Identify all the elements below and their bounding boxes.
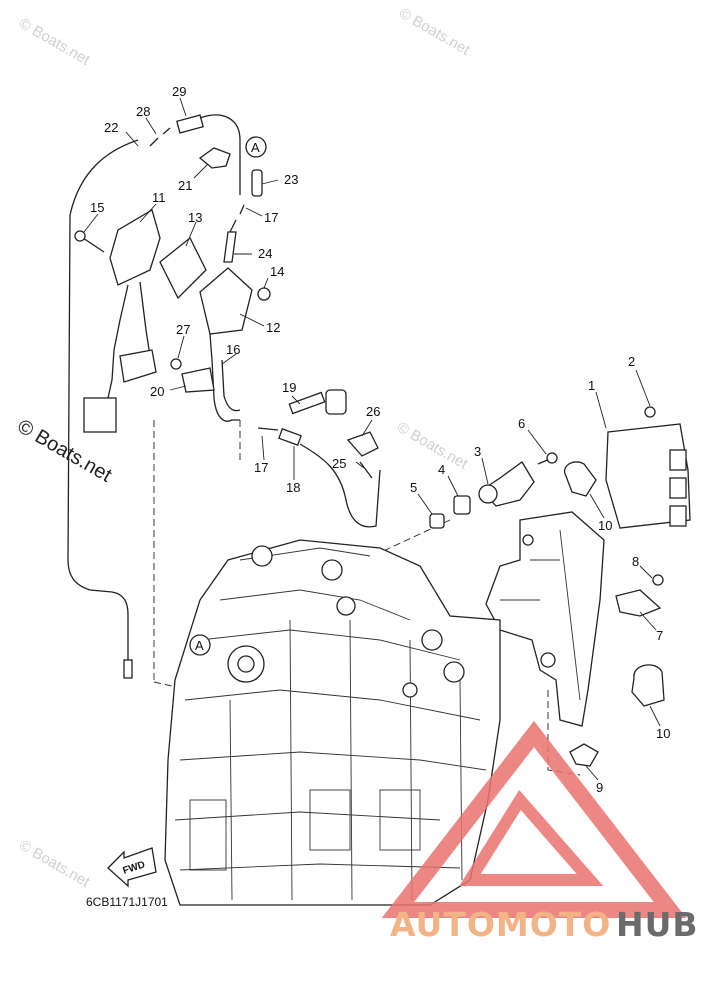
cover-12 <box>199 267 253 335</box>
callout-13: 13 <box>188 210 202 225</box>
bolt-27 <box>170 358 182 370</box>
callout-2: 2 <box>628 354 635 369</box>
callout-26: 26 <box>366 404 380 419</box>
bracket-20 <box>181 367 215 393</box>
hose-16 <box>211 359 241 422</box>
bolt-2 <box>644 406 656 418</box>
bracket-hole-top <box>522 534 534 546</box>
mounting-bracket <box>485 511 605 727</box>
callout-19: 19 <box>282 380 296 395</box>
brand-part2: HUB <box>616 905 699 944</box>
fitting-19 <box>325 389 347 415</box>
callout-16: 16 <box>226 342 240 357</box>
callout-5: 5 <box>410 480 417 495</box>
reference-a-bottom-label: A <box>195 638 204 653</box>
reference-a-top <box>245 136 267 158</box>
watermark-middle: © Boats.net <box>394 419 471 473</box>
brand-part1: AUTOMOTO <box>390 905 611 944</box>
callout-1: 1 <box>588 378 595 393</box>
callout-7: 7 <box>656 628 663 643</box>
brand-logo-mark <box>381 720 687 918</box>
brand-wordmark: AUTOMOTO HUB <box>390 905 699 944</box>
hose-24 <box>223 231 237 263</box>
forward-direction-arrow: FWD <box>107 847 157 888</box>
watermark-bottom-left: © Boats.net <box>16 837 93 891</box>
callout-leaders <box>83 97 661 781</box>
fitting-26 <box>346 431 379 457</box>
hose-29 <box>176 114 204 134</box>
callout-27: 27 <box>176 322 190 337</box>
hose-18-line <box>299 443 381 528</box>
callout-18: 18 <box>286 480 300 495</box>
bolt-8 <box>652 574 664 586</box>
joint-17-lower <box>257 427 279 431</box>
callout-20: 20 <box>150 384 164 399</box>
hose-18 <box>278 428 302 446</box>
callout-15: 15 <box>90 200 104 215</box>
callout-3: 3 <box>474 444 481 459</box>
connector-lead <box>107 379 113 399</box>
callout-22: 22 <box>104 120 118 135</box>
callout-10-upper: 10 <box>598 518 612 533</box>
callout-numbers: 1 2 3 4 5 6 7 8 9 10 10 11 12 13 14 15 1… <box>90 84 670 795</box>
bolt-6-head <box>546 452 558 464</box>
callout-14: 14 <box>270 264 284 279</box>
sensor-3-tip <box>478 484 498 504</box>
holder-10-lower <box>631 664 665 707</box>
ecu-connector-a <box>669 449 687 471</box>
callout-8: 8 <box>632 554 639 569</box>
fitting-25 <box>359 461 373 479</box>
hose-19 <box>288 391 326 415</box>
cover-12-nozzle <box>209 333 213 361</box>
leader-dashed-left-end <box>153 681 191 691</box>
ecu-connector-b <box>669 477 687 499</box>
wire-harness-22 <box>67 139 139 678</box>
reference-a-top-label: A <box>251 140 260 155</box>
callout-28: 28 <box>136 104 150 119</box>
callout-9: 9 <box>596 780 603 795</box>
ecu-connector-c <box>669 505 687 527</box>
connector-block <box>119 349 157 383</box>
bolt-15-head <box>74 230 86 242</box>
hose-23 <box>251 169 263 197</box>
collar-5 <box>429 513 445 529</box>
callout-29: 29 <box>172 84 186 99</box>
callout-11: 11 <box>152 190 166 205</box>
callout-17-lower: 17 <box>254 460 268 475</box>
callout-25: 25 <box>332 456 346 471</box>
bracket-7 <box>615 589 662 617</box>
reference-a-bottom <box>189 634 211 656</box>
callout-23: 23 <box>284 172 298 187</box>
bolt-14 <box>257 287 271 301</box>
rectifier-11 <box>109 209 161 286</box>
callout-24: 24 <box>258 246 272 261</box>
callout-10-lower: 10 <box>656 726 670 741</box>
gasket-13 <box>159 236 207 300</box>
grommet-4 <box>453 495 471 515</box>
connector-plug <box>83 397 117 433</box>
drawing-code: 6CB1171J1701 <box>86 895 168 909</box>
wire-harness-22-end <box>123 659 133 679</box>
fitting-28 <box>149 127 171 147</box>
holder-10-upper <box>563 461 597 497</box>
watermark-top-left: © Boats.net <box>16 15 93 69</box>
callout-4: 4 <box>438 462 445 477</box>
rectifier-wires <box>111 281 151 381</box>
mounting-bracket-detail <box>500 529 581 701</box>
clip-9 <box>569 743 599 767</box>
callout-21: 21 <box>178 178 192 193</box>
cylinder-block <box>164 539 501 906</box>
callout-6: 6 <box>518 416 525 431</box>
engine-control-unit-1 <box>605 423 691 529</box>
bracket-hole-bottom <box>540 652 556 668</box>
watermark-top-right: © Boats.net <box>396 5 473 59</box>
clamp-21 <box>198 147 231 169</box>
callout-17-upper: 17 <box>264 210 278 225</box>
callout-12: 12 <box>266 320 280 335</box>
hose-29-line <box>199 114 241 195</box>
joint-17-top <box>229 204 245 233</box>
